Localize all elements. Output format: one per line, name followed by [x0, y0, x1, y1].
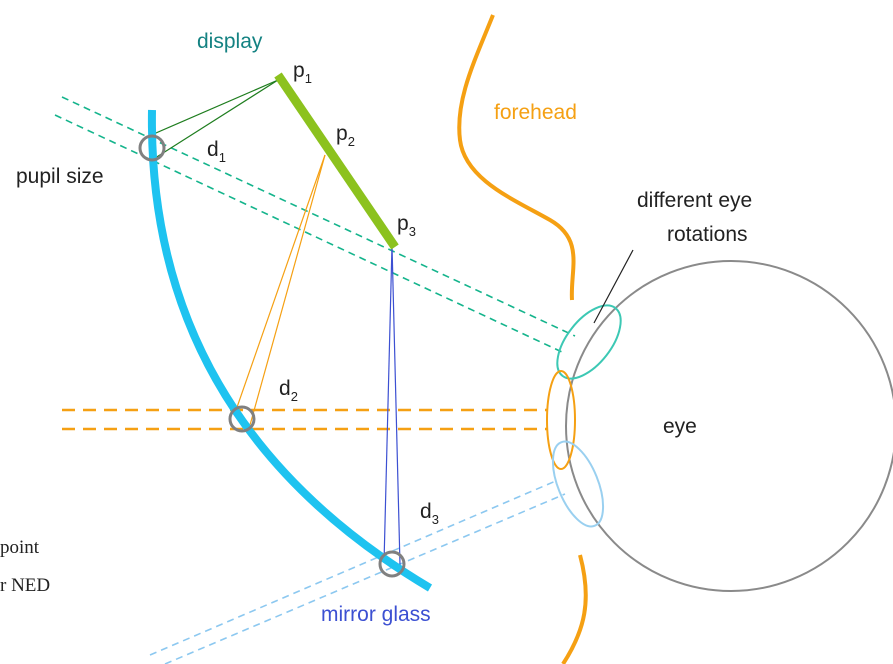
eye-rotation-ellipse-middle	[546, 370, 576, 470]
point-label-p3: p3	[397, 212, 416, 239]
eyeball	[565, 260, 893, 592]
eye-rotation-ellipse-bottom	[551, 440, 605, 528]
pupil-circle-3	[378, 550, 406, 578]
ray-cone-p2	[234, 154, 326, 426]
cut-text-line2: r NED	[0, 575, 50, 596]
different-eye-rotations-label-line2: rotations	[667, 223, 748, 246]
eye-rotations-callout-line	[593, 249, 634, 324]
different-eye-rotations-label-line1: different eye	[637, 189, 752, 212]
eye-label: eye	[663, 415, 697, 438]
forehead-label: forehead	[494, 101, 577, 124]
distance-label-d3: d3	[420, 500, 439, 527]
pupil-size-label: pupil size	[16, 165, 104, 188]
forehead-curve-upper	[457, 14, 576, 301]
distance-label-d1: d1	[207, 138, 226, 165]
display-label: display	[197, 30, 263, 53]
cut-text-line1: point	[0, 537, 40, 558]
point-label-p2: p2	[336, 122, 355, 149]
pupil-circle-1	[138, 134, 166, 162]
ray-light-blue-lower	[164, 493, 566, 664]
pupil-circle-2	[228, 405, 256, 433]
forehead-curve-lower	[561, 554, 588, 664]
display-panel	[274, 72, 399, 250]
ray-cone-p3	[383, 244, 401, 566]
ray-teal-lower	[54, 114, 563, 353]
distance-label-d2: d2	[279, 377, 298, 404]
point-label-p1: p1	[293, 59, 312, 86]
ray-cone-p1	[148, 79, 279, 161]
eye-rotation-ellipse-top	[556, 304, 622, 380]
mirror-glass-arc	[147, 109, 433, 592]
ray-teal-upper	[61, 96, 576, 337]
mirror-glass-label: mirror glass	[321, 603, 431, 626]
ray-light-blue-upper	[149, 479, 559, 656]
